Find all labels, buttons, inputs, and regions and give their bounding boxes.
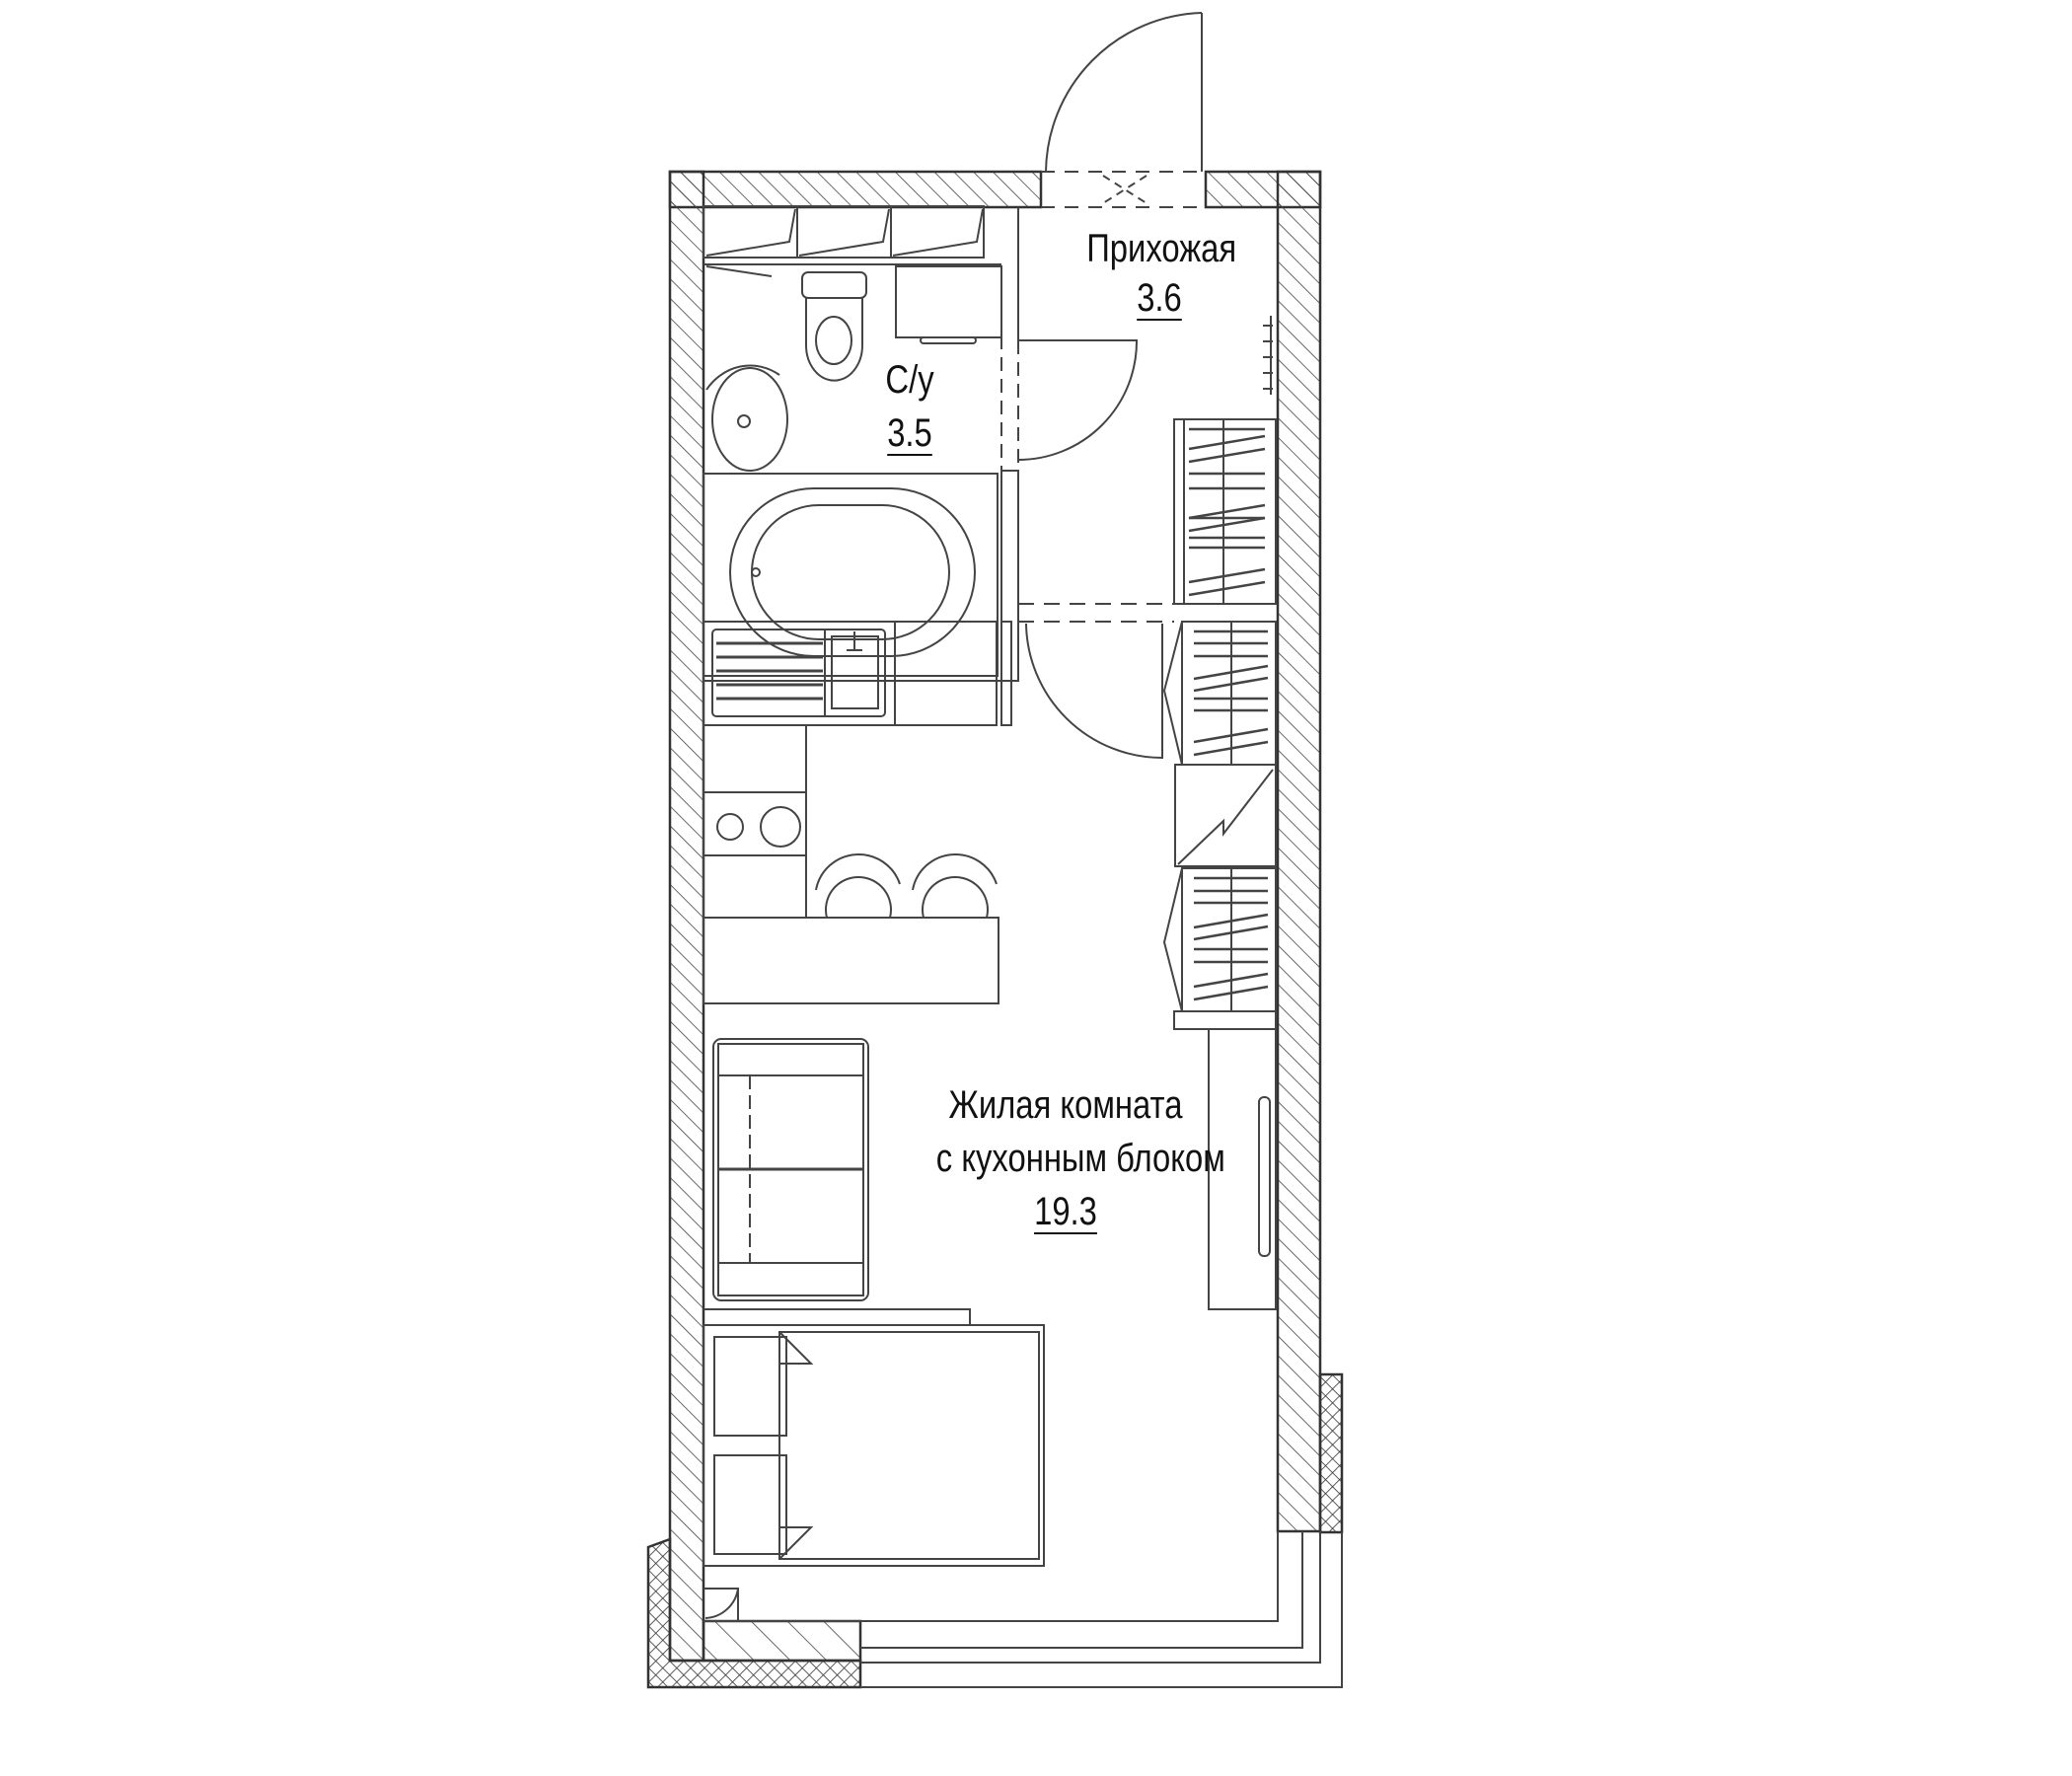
- wall-right: [1276, 170, 1322, 1533]
- chair-icon-2: [912, 852, 998, 919]
- sink-icon: [711, 367, 788, 472]
- tv-unit: [1208, 1028, 1277, 1310]
- nightstand-1: [713, 1336, 787, 1437]
- entry-door-swing-icon: [1045, 12, 1203, 173]
- electrical-panel-icon: [1174, 764, 1277, 867]
- bed-icon: [778, 1331, 1040, 1560]
- kitchen: [703, 621, 999, 1004]
- bar-table: [703, 917, 999, 1004]
- room-area: 19.3: [1034, 1190, 1097, 1233]
- insulation-right: [1318, 1372, 1344, 1534]
- toilet-tank-icon: [801, 271, 867, 299]
- room-door-swing-icon: [1025, 623, 1163, 760]
- bathtub-icon: [703, 473, 999, 677]
- insulation-left: [646, 1537, 862, 1689]
- walls: [646, 170, 1344, 1689]
- coat-hooks-icon: [1263, 316, 1273, 395]
- wall-left: [668, 170, 705, 1663]
- room-name: С/у: [885, 358, 934, 402]
- room-name-line1: Жилая комната: [948, 1083, 1183, 1127]
- room-label-hallway: Прихожая 3.6: [1086, 227, 1237, 320]
- living-furniture: [703, 1028, 1277, 1621]
- bathroom-fixtures: [703, 205, 1002, 682]
- corner-item-icon: [703, 1588, 739, 1621]
- window-balcony: [703, 1531, 1343, 1688]
- wall-bottom-stub: [702, 1619, 862, 1663]
- sofa-icon: [712, 1038, 869, 1301]
- nightstand-2: [713, 1454, 787, 1555]
- partitions: [1000, 207, 1174, 760]
- room-label-living: Жилая комната с кухонным блоком 19.3: [935, 1083, 1225, 1233]
- kitchen-counter: [703, 621, 998, 726]
- entry-door: [1041, 12, 1206, 208]
- room-area: 3.5: [887, 411, 932, 455]
- bathroom-shelves: [703, 205, 985, 259]
- room-name: Прихожая: [1086, 227, 1237, 270]
- hall-shelf: [1173, 1010, 1277, 1030]
- tv-icon: [1258, 1096, 1271, 1257]
- toilet-icon: [805, 298, 863, 382]
- washing-machine-icon: [895, 265, 1002, 338]
- room-label-bathroom: С/у 3.5: [869, 360, 950, 453]
- wardrobe-1-shelves: [1188, 427, 1266, 597]
- chair-icon: [815, 852, 901, 919]
- hallway-storage: [1162, 316, 1277, 1030]
- wall-top-left: [668, 170, 1043, 209]
- room-name-line2: с кухонным блоком: [935, 1137, 1225, 1180]
- bed-frame: [703, 1324, 1045, 1567]
- stove-icon: [703, 791, 807, 856]
- bathroom-door-swing-icon: [1017, 339, 1139, 461]
- wardrobe-1: [1173, 418, 1277, 605]
- room-area: 3.6: [1137, 276, 1182, 320]
